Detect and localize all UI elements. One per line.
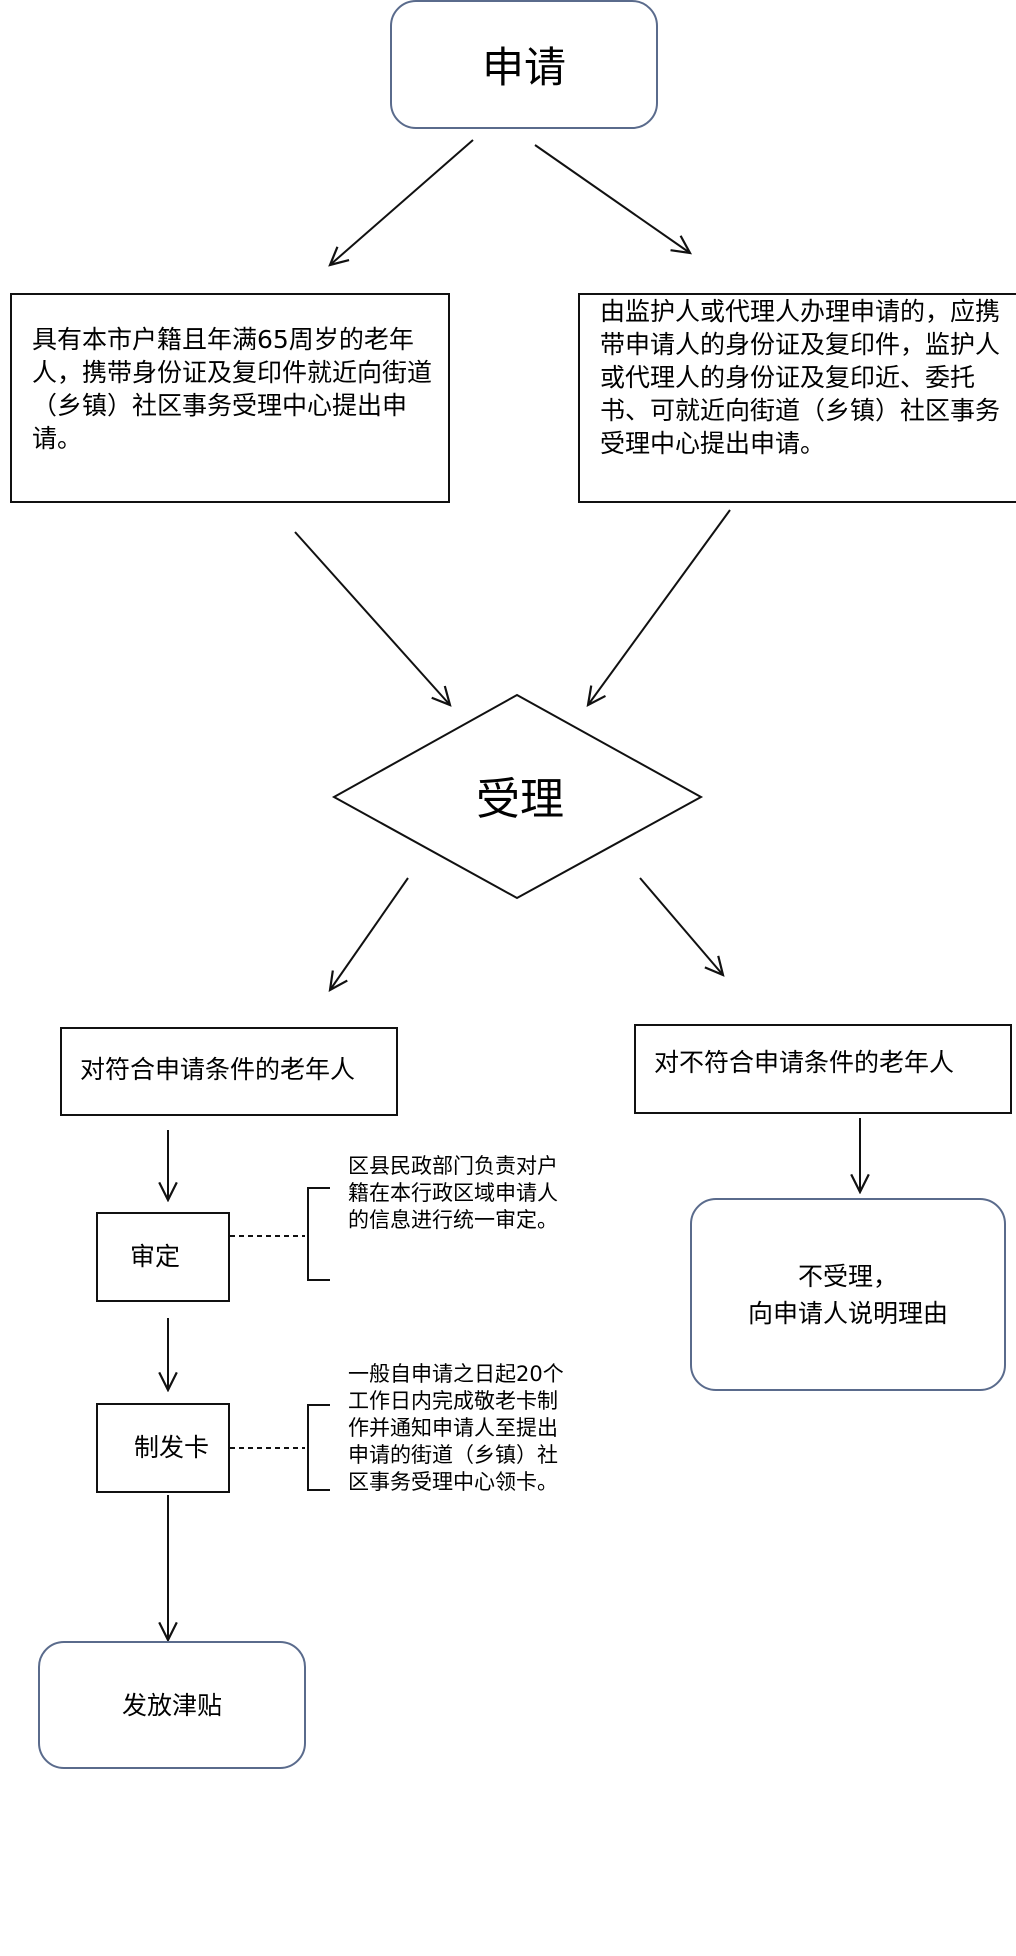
review-note-bracket — [307, 1187, 330, 1281]
arrow-apply-left — [330, 139, 474, 265]
eligible-text: 对符合申请条件的老年人 — [80, 1055, 356, 1084]
reject-line2: 向申请人说明理由 — [747, 1298, 948, 1328]
subsidy-text: 发放津贴 — [121, 1690, 222, 1720]
card-text: 制发卡 — [134, 1433, 210, 1462]
review-note: 区县民政部门负责对户籍在本行政区域申请人的信息进行统一审定。 — [348, 1154, 558, 1232]
ineligible-box: 对不符合申请条件的老年人 — [634, 1024, 1012, 1114]
ineligible-text: 对不符合申请条件的老年人 — [654, 1048, 955, 1077]
arrow-left-to-accept — [294, 531, 450, 705]
arrow-accept-left — [330, 877, 409, 990]
arrow-right-to-accept — [588, 509, 731, 705]
right-condition-text: 由监护人或代理人办理申请的，应携带申请人的身份证及复印件，监护人或代理人的身份证… — [600, 297, 1001, 458]
reject-node: 不受理， 向申请人说明理由 — [690, 1198, 1006, 1391]
card-note: 一般自申请之日起20个工作日内完成敬老卡制作并通知申请人至提出申请的街道（乡镇）… — [348, 1362, 564, 1494]
accept-diamond — [331, 693, 704, 900]
review-box: 审定 — [96, 1212, 230, 1302]
card-box: 制发卡 — [96, 1403, 230, 1493]
left-condition-text: 具有本市户籍且年满65周岁的老年人，携带身份证及复印件就近向街道（乡镇）社区事务… — [32, 325, 433, 453]
apply-label: 申请 — [481, 43, 566, 92]
card-note-bracket — [307, 1404, 330, 1491]
accept-label: 受理 — [476, 774, 564, 825]
review-text: 审定 — [130, 1242, 181, 1271]
subsidy-node: 发放津贴 — [38, 1641, 306, 1769]
arrow-accept-right — [639, 877, 723, 975]
arrow-apply-right — [534, 144, 690, 253]
eligible-box: 对符合申请条件的老年人 — [60, 1027, 398, 1116]
reject-line1: 不受理， — [797, 1261, 898, 1291]
apply-node: 申请 — [390, 0, 658, 129]
right-condition-box: 由监护人或代理人办理申请的，应携带申请人的身份证及复印件，监护人或代理人的身份证… — [578, 293, 1016, 503]
left-condition-box: 具有本市户籍且年满65周岁的老年人，携带身份证及复印件就近向街道（乡镇）社区事务… — [10, 293, 450, 503]
